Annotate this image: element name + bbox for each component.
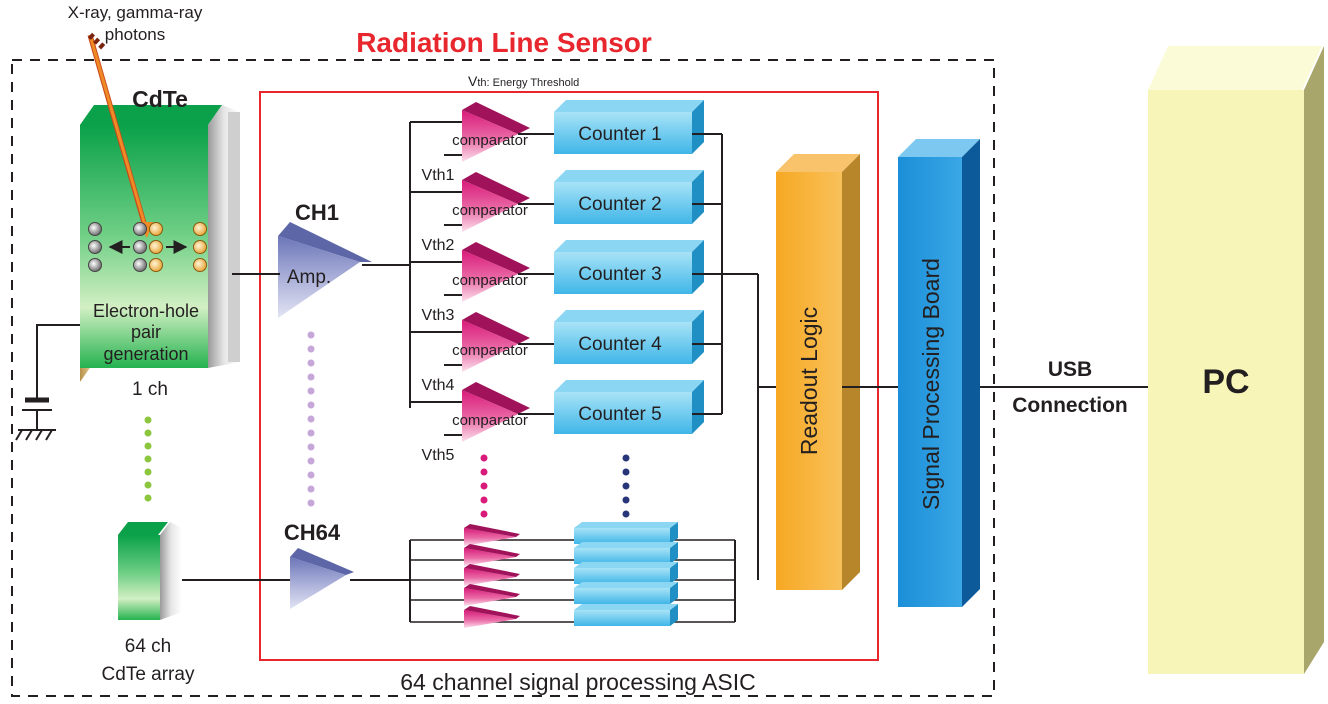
asic-boundary xyxy=(259,91,879,661)
incident-label-line1: X-ray, gamma-ray xyxy=(68,3,203,22)
cdte-channel-label: 1 ch xyxy=(132,379,168,400)
counter-1 xyxy=(554,112,692,154)
comparator-label-4: comparator xyxy=(452,342,528,359)
readout-label: Readout Logic xyxy=(796,307,822,455)
readout-logic xyxy=(776,154,860,590)
channel-dots-cdte xyxy=(144,416,152,502)
ch64-counter-4 xyxy=(574,588,670,604)
board-label: Signal Processing Board xyxy=(918,258,944,510)
row-5: comparator Counter 5 Vth5 xyxy=(410,380,722,464)
channel-dots-amp xyxy=(307,331,315,507)
counter-label-3: Counter 3 xyxy=(578,264,661,285)
pc-block xyxy=(1148,46,1324,674)
comparator-2 xyxy=(462,180,518,232)
vth-label-1: Vth1 xyxy=(422,167,455,184)
ch64-counter-2 xyxy=(574,548,670,564)
diagram-title: Radiation Line Sensor xyxy=(356,27,652,58)
comparator-1 xyxy=(462,110,518,162)
comparator-3 xyxy=(462,250,518,302)
counter-label-5: Counter 5 xyxy=(578,404,661,425)
electron-hole-pairs xyxy=(88,222,207,272)
comparator-5 xyxy=(462,390,518,442)
asic-caption: 64 channel signal processing ASIC xyxy=(400,669,755,695)
generation-line1: Electron-hole xyxy=(93,301,199,321)
comparator-label-2: comparator xyxy=(452,202,528,219)
signal-processing-board xyxy=(898,139,980,607)
incident-label-line2: photons xyxy=(105,25,166,44)
ch64-comparator-3 xyxy=(464,568,516,586)
counter-3 xyxy=(554,252,692,294)
comparator-label-3: comparator xyxy=(452,272,528,289)
cdte-array xyxy=(118,522,182,620)
ch64-counter-3 xyxy=(574,568,670,584)
vth-legend: Vth: Energy Threshold xyxy=(468,73,579,89)
vth-label-4: Vth4 xyxy=(422,377,455,394)
ch64-amplifier xyxy=(290,548,354,609)
ch64-label: CH64 xyxy=(284,520,341,545)
row-1: comparator Counter 1 Vth1 xyxy=(410,100,722,184)
counter-5 xyxy=(554,392,692,434)
usb-label-line1: USB xyxy=(1048,358,1092,381)
ch1-bus xyxy=(362,122,411,408)
comparator-label-5: comparator xyxy=(452,412,528,429)
array-label-line1: 64 ch xyxy=(125,636,171,657)
counter-label-1: Counter 1 xyxy=(578,124,661,145)
channel-dots-counter xyxy=(622,454,630,518)
vth-label-3: Vth3 xyxy=(422,307,455,324)
ch64-comparator-4 xyxy=(464,588,516,606)
array-label-line2: CdTe array xyxy=(102,664,195,685)
counter-2 xyxy=(554,182,692,224)
ch64-comparator-5 xyxy=(464,610,516,628)
row-2: comparator Counter 2 Vth2 xyxy=(410,170,722,254)
generation-line2: pair xyxy=(131,322,161,342)
ch1-amplifier xyxy=(278,222,372,318)
channel-dots-comparator xyxy=(480,454,488,518)
ch64-counter-5 xyxy=(574,610,670,626)
vth-label-2: Vth2 xyxy=(422,237,455,254)
row-3: comparator Counter 3 Vth3 xyxy=(410,240,722,324)
comparator-label-1: comparator xyxy=(452,132,528,149)
ch64-comparator-counter-bank xyxy=(350,522,736,628)
cdte-label: CdTe xyxy=(132,86,188,112)
counter-label-4: Counter 4 xyxy=(578,334,662,355)
ch64-comparator-2 xyxy=(464,548,516,566)
ch64-counter-1 xyxy=(574,528,670,544)
pc-label: PC xyxy=(1202,363,1249,401)
usb-label-line2: Connection xyxy=(1012,394,1128,417)
amp-label: Amp. xyxy=(287,267,331,288)
sensor-boundary xyxy=(11,59,995,697)
counter-label-2: Counter 2 xyxy=(578,194,661,215)
counter-4 xyxy=(554,322,692,364)
generation-line3: generation xyxy=(103,344,188,364)
comparator-4 xyxy=(462,320,518,372)
row-4: comparator Counter 4 Vth4 xyxy=(410,310,722,394)
ch64-comparator-1 xyxy=(464,528,516,546)
vth-label-5: Vth5 xyxy=(422,447,455,464)
ground-symbol xyxy=(15,324,80,441)
ch1-label: CH1 xyxy=(295,200,339,225)
